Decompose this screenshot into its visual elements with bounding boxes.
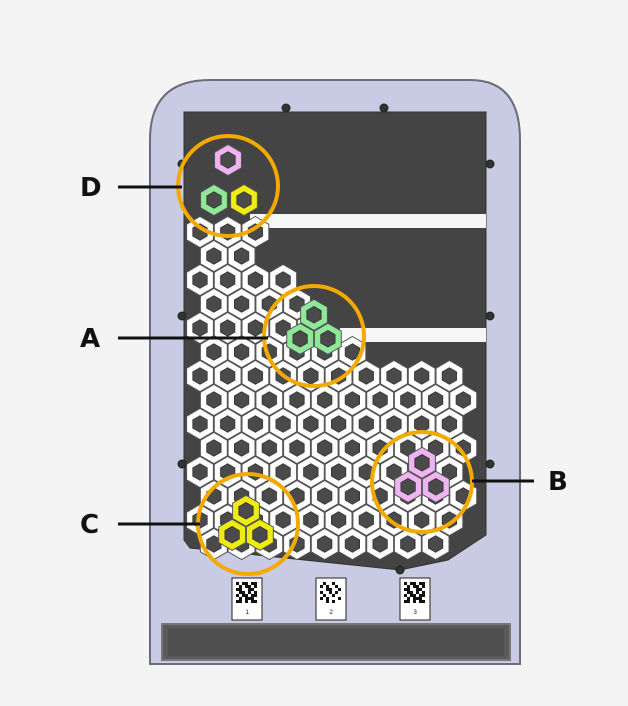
hex-tile xyxy=(255,335,284,369)
hex-tile xyxy=(324,407,353,441)
hex-tile xyxy=(213,263,242,297)
hex-tile xyxy=(269,407,298,441)
hex-tile xyxy=(421,527,450,561)
hex-tile xyxy=(241,359,270,393)
hex-tile-pink xyxy=(394,470,423,503)
hex-tile xyxy=(186,359,214,393)
hex-tile xyxy=(296,503,325,537)
hex-tile xyxy=(435,407,464,441)
marker-card-1: 1 xyxy=(231,577,263,621)
hex-tile xyxy=(366,383,395,417)
hex-tile xyxy=(199,431,228,465)
hex-tile xyxy=(352,407,381,441)
hex-tile xyxy=(213,311,242,345)
hex-tile xyxy=(213,359,242,393)
hex-tile xyxy=(227,287,256,321)
hex-tile xyxy=(186,263,214,297)
hex-tile xyxy=(393,383,422,417)
hex-tile xyxy=(324,455,353,489)
bottom-tray-inner xyxy=(168,628,504,656)
label-b: B xyxy=(548,467,568,497)
marker-number: 2 xyxy=(330,610,334,616)
highlight-circle-a xyxy=(262,284,366,388)
hex-tile xyxy=(407,503,436,537)
hex-tile xyxy=(199,479,228,513)
hex-tile-green xyxy=(286,322,315,355)
hex-tile xyxy=(310,383,339,417)
marker-card-2: 2 xyxy=(315,577,347,621)
hex-tile xyxy=(310,527,339,561)
hex-tile xyxy=(227,431,256,465)
hex-tile-green xyxy=(313,322,342,355)
hex-tile xyxy=(366,431,395,465)
hex-tile xyxy=(186,311,214,345)
pointer-lines xyxy=(118,185,534,526)
hex-tile xyxy=(186,407,214,441)
hex-tile xyxy=(380,359,408,393)
hex-tile xyxy=(449,383,478,417)
hex-tile xyxy=(199,287,228,321)
hex-tile xyxy=(352,359,381,393)
hex-tile xyxy=(352,503,381,537)
hex-tile xyxy=(213,407,242,441)
hex-tile xyxy=(393,527,422,561)
label-c: C xyxy=(80,510,99,540)
hex-tile-green xyxy=(300,298,328,331)
hex-tile xyxy=(255,431,284,465)
hex-tile xyxy=(199,335,228,369)
marker-number: 1 xyxy=(246,610,250,616)
hex-tile xyxy=(296,455,325,489)
hex-tile xyxy=(310,479,339,513)
hex-tile xyxy=(296,359,325,393)
hex-tile-green xyxy=(200,183,228,217)
marker-card-3: 3 xyxy=(399,577,431,621)
hex-tile xyxy=(310,431,339,465)
middle-slot xyxy=(340,328,486,342)
qr-code-icon xyxy=(404,582,425,603)
hex-tile xyxy=(338,479,367,513)
hex-tile xyxy=(241,407,270,441)
hex-tile xyxy=(241,263,270,297)
hex-tile-pink xyxy=(408,446,436,479)
top-slot xyxy=(250,214,486,228)
hex-tile xyxy=(269,455,298,489)
qr-code-icon xyxy=(320,582,341,603)
hex-tile xyxy=(380,407,408,441)
hex-tile xyxy=(255,383,284,417)
marker-number: 3 xyxy=(414,610,418,616)
hex-tile xyxy=(199,239,228,273)
hex-tile xyxy=(324,503,353,537)
hex-tile xyxy=(269,503,298,537)
hex-tile xyxy=(283,431,311,465)
hex-tile xyxy=(283,383,311,417)
hex-tile xyxy=(199,383,228,417)
label-d: D xyxy=(80,173,102,203)
hex-tile-yellow xyxy=(230,183,258,217)
hex-tile xyxy=(255,479,284,513)
hex-tile-yellow xyxy=(218,518,247,551)
hex-tile xyxy=(338,431,367,465)
label-a: A xyxy=(80,324,100,354)
hex-tile xyxy=(227,335,256,369)
hex-tile xyxy=(296,407,325,441)
hex-tile xyxy=(227,383,256,417)
hex-tile xyxy=(186,455,214,489)
hex-tile-pink xyxy=(214,143,242,177)
hex-tile xyxy=(421,383,450,417)
hex-tile xyxy=(227,239,256,273)
hex-tile xyxy=(435,359,464,393)
hex-tile xyxy=(338,383,367,417)
qr-code-icon xyxy=(236,582,257,603)
hex-tile xyxy=(366,527,395,561)
hex-tile xyxy=(407,359,436,393)
hex-tile xyxy=(338,527,367,561)
hex-tile-grid xyxy=(186,143,478,561)
hex-tile-yellow xyxy=(232,494,260,527)
marker-cards: 1 2 3 xyxy=(231,577,431,621)
hex-tile-pink xyxy=(421,470,450,503)
hex-tile-yellow xyxy=(245,518,274,551)
